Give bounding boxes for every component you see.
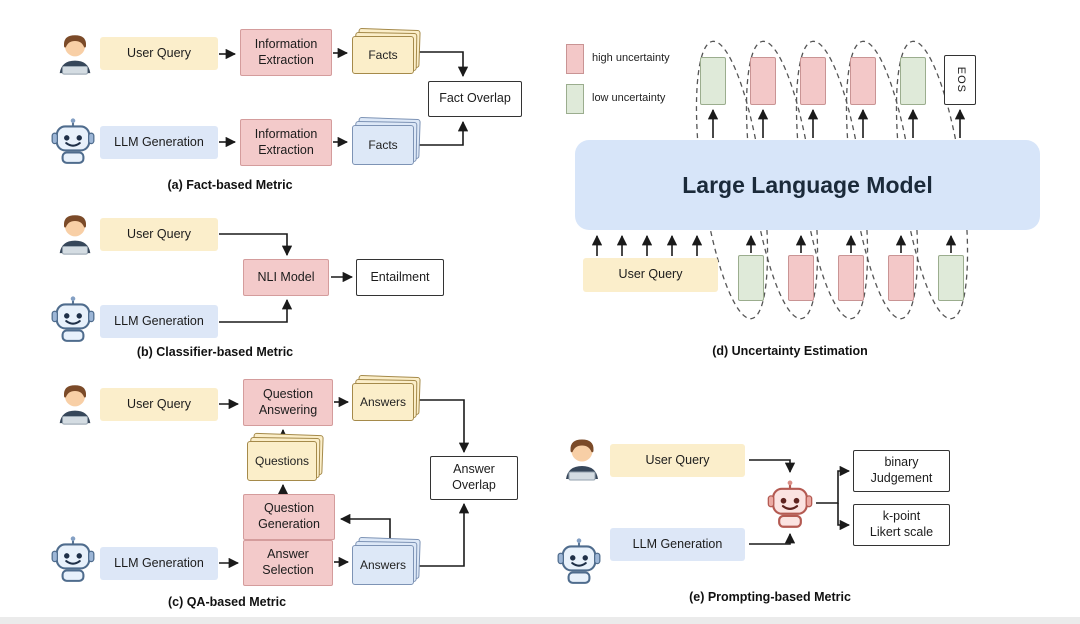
document-label: Facts xyxy=(352,125,414,165)
robot-icon xyxy=(48,116,98,166)
panel-b-llm-generation-box: LLM Generation xyxy=(100,305,218,338)
likert-scale-line1: k-point xyxy=(882,509,921,524)
legend-low-uncertainty-swatch xyxy=(566,84,584,114)
output-token-bar xyxy=(700,57,726,105)
user-icon xyxy=(52,380,98,426)
panel-e-caption: (e) Prompting-based Metric xyxy=(689,590,851,604)
panel-a-facts-documents-llm: Facts xyxy=(352,116,421,165)
document-label: Questions xyxy=(247,441,317,481)
panel-c-question-answering-box: Question Answering xyxy=(243,379,333,426)
user-icon xyxy=(52,30,98,76)
robot-icon xyxy=(48,534,98,584)
panel-d-caption: (d) Uncertainty Estimation xyxy=(712,344,868,358)
large-language-model-box: Large Language Model xyxy=(575,140,1040,230)
document-label: Answers xyxy=(352,383,414,421)
input-token-bar xyxy=(788,255,814,301)
robot-icon xyxy=(48,294,98,344)
panel-c-caption: (c) QA-based Metric xyxy=(167,595,287,609)
panel-c-answer-overlap-box: Answer Overlap xyxy=(430,456,518,500)
output-token-bar xyxy=(900,57,926,105)
likert-scale-line2: Likert scale xyxy=(869,525,934,539)
robot-icon xyxy=(554,536,604,586)
output-token-bar xyxy=(850,57,876,105)
panel-a-facts-documents-user: Facts xyxy=(352,27,421,74)
panel-c-question-generation-box: Question Generation xyxy=(243,494,335,540)
panel-c-answer-selection-box: Answer Selection xyxy=(243,540,333,586)
panel-c-questions-documents: Questions xyxy=(247,432,324,481)
bottom-edge-strip xyxy=(0,617,1080,624)
panel-a-fact-overlap-box: Fact Overlap xyxy=(428,81,522,117)
panel-b-user-query-box: User Query xyxy=(100,218,218,251)
document-label: Facts xyxy=(352,36,414,74)
panel-b-caption: (b) Classifier-based Metric xyxy=(136,345,294,359)
input-token-bar xyxy=(938,255,964,301)
panel-a-information-extraction-box: Information Extraction xyxy=(240,29,332,76)
output-token-bar xyxy=(750,57,776,105)
output-token-bar xyxy=(800,57,826,105)
user-icon xyxy=(558,434,606,482)
panel-e-binary-judgement-box: binary Judgement xyxy=(853,450,950,492)
legend-high-uncertainty-swatch xyxy=(566,44,584,74)
panel-e-likert-scale-box: k-point Likert scale xyxy=(853,504,950,546)
panel-c-answers-documents-llm: Answers xyxy=(352,536,421,585)
judge-robot-icon xyxy=(764,478,816,530)
panel-d-user-query-box: User Query xyxy=(583,258,718,292)
legend-low-uncertainty-label: low uncertainty xyxy=(592,92,666,104)
legend-high-uncertainty-label: high uncertainty xyxy=(592,52,670,64)
panel-c-answers-documents-user: Answers xyxy=(352,374,421,421)
eos-token-box: EOS xyxy=(944,55,976,105)
input-token-bar xyxy=(888,255,914,301)
panel-a-llm-generation-box: LLM Generation xyxy=(100,126,218,159)
input-token-bar xyxy=(738,255,764,301)
panel-b-nli-model-box: NLI Model xyxy=(243,259,329,296)
panel-a-information-extraction-box-2: Information Extraction xyxy=(240,119,332,166)
panel-b-entailment-box: Entailment xyxy=(356,259,444,296)
panel-c-user-query-box: User Query xyxy=(100,388,218,421)
panel-e-llm-generation-box: LLM Generation xyxy=(610,528,745,561)
input-token-bar xyxy=(838,255,864,301)
document-label: Answers xyxy=(352,545,414,585)
user-icon xyxy=(52,210,98,256)
panel-e-user-query-box: User Query xyxy=(610,444,745,477)
panel-a-user-query-box: User Query xyxy=(100,37,218,70)
eos-label: EOS xyxy=(954,66,967,94)
binary-judgement-line2: Judgement xyxy=(870,471,933,485)
binary-judgement-line1: binary xyxy=(884,455,919,470)
panel-a-caption: (a) Fact-based Metric xyxy=(167,178,293,192)
panel-c-llm-generation-box: LLM Generation xyxy=(100,547,218,580)
